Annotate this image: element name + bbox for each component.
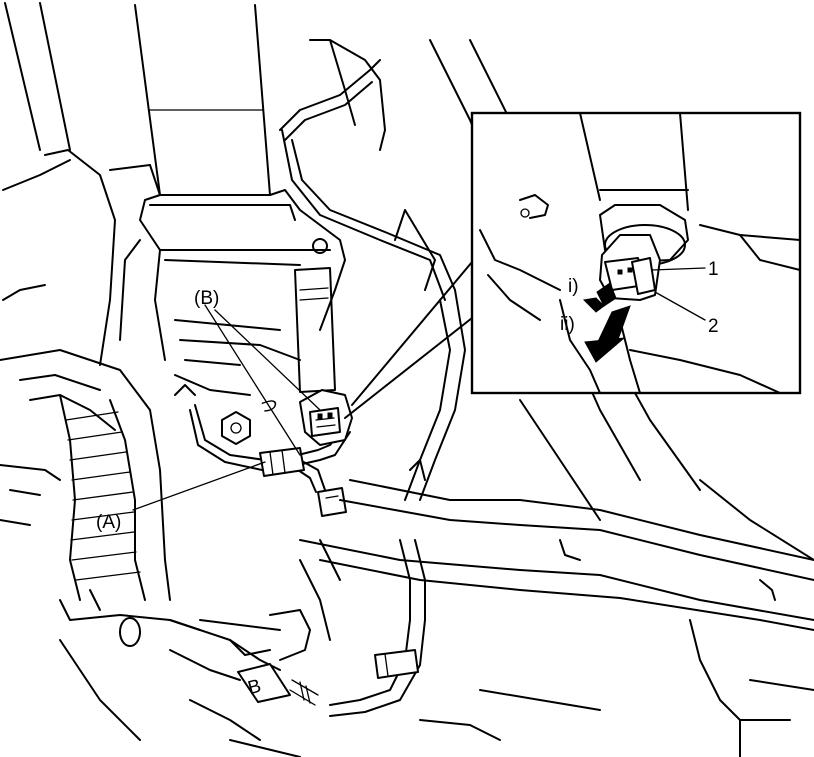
leader-b-1 bbox=[204, 304, 301, 456]
floor-harness-routing bbox=[279, 39, 814, 757]
inset-detail: i) ii) 1 2 bbox=[470, 111, 802, 395]
seat-belt-webbing bbox=[134, 4, 271, 196]
leader-part-1 bbox=[651, 267, 706, 271]
callout-a-label: (A) bbox=[96, 512, 121, 533]
callout-leaders bbox=[132, 304, 321, 511]
belt-anchor-bracket bbox=[109, 164, 346, 396]
tsu-mark: つ bbox=[258, 396, 277, 416]
leader-a bbox=[132, 461, 266, 511]
step-ii-label: ii) bbox=[560, 314, 575, 335]
pull-arrow-head bbox=[584, 337, 626, 363]
part-2-label: 2 bbox=[708, 316, 719, 337]
detail-pointer bbox=[344, 261, 473, 419]
part-1-label: 1 bbox=[708, 259, 719, 280]
step-i-label: i) bbox=[568, 276, 579, 297]
anchor-bolt bbox=[221, 411, 251, 445]
callout-b-label: (B) bbox=[194, 288, 219, 309]
connector-a bbox=[259, 447, 305, 477]
leader-part-2 bbox=[654, 291, 706, 321]
left-pillar-trim bbox=[0, 2, 171, 601]
small-connector bbox=[317, 487, 347, 517]
floor-connector-mark: B bbox=[246, 676, 264, 700]
leader-b-2 bbox=[214, 309, 321, 411]
seat-rail: B bbox=[59, 539, 601, 757]
release-arrow-small-head bbox=[582, 297, 605, 313]
